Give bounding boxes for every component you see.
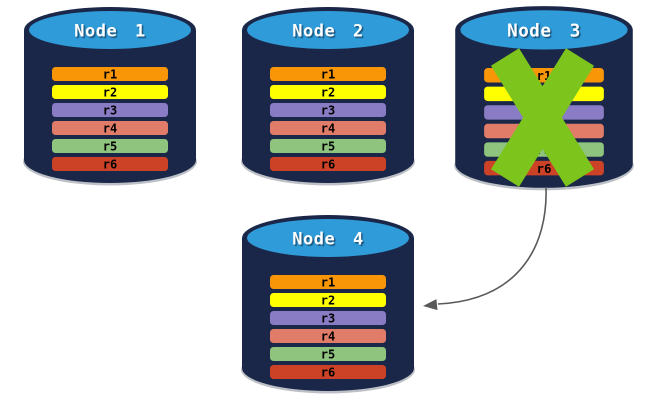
node-4-row-r6-bar [270,365,386,379]
cylinder-top-face [247,11,409,49]
node-2-cylinder: Node 2 r1 r2 r3 r4 r5 r6 [241,7,415,186]
node-2-row-r1-bar [270,67,386,81]
node-1-cylinder: Node 1 r1 r2 r3 r4 r5 r6 [23,7,197,186]
node-4-row-r3-bar [270,311,386,325]
node-4-row-r4-bar [270,329,386,343]
node-2-row-r3-label: r3 [321,104,335,118]
node-1-row-r2-bar [52,85,168,99]
replication-arrow-head-icon [423,299,438,311]
node-4-row-r5-bar [270,347,386,361]
node-3-row-r1-label: r1 [537,69,552,83]
node-1-label: Node 1 [74,22,145,42]
node-3-row-r3-label: r3 [537,106,552,120]
node-3-row-r5-label: r5 [537,143,552,157]
replication-arrow [423,186,547,311]
node-1-row-r4-bar [52,121,168,135]
node-2-row-r4-bar [270,121,386,135]
node-4-row-r1-bar [270,275,386,289]
node-4-row-r3-label: r3 [321,312,335,326]
cylinder-top-face [460,10,628,50]
node-2-row-r6-bar [270,157,386,171]
node-3-row-r4-label: r4 [537,125,552,139]
node-1-row-r3-label: r3 [103,104,117,118]
node-3-cylinder: Node 3 r1 r2 r3 r4 r5 r6 [454,6,634,191]
node-3-row-r2-label: r2 [537,87,552,101]
node-1-row-r1-label: r1 [103,68,117,82]
node-1-row-r6-bar [52,157,168,171]
node-1-row-r6-label: r6 [103,158,117,172]
node-2-row-r2-bar [270,85,386,99]
node-4-row-r6-label: r6 [321,366,335,380]
node-2-label: Node 2 [292,22,363,42]
node-2-row-r6-label: r6 [321,158,335,172]
cylinder-top-face [247,219,409,257]
node-4-row-r4-label: r4 [321,330,335,344]
node-1-row-r3-bar [52,103,168,117]
node-2-row-r5-bar [270,139,386,153]
node-4-row-r2-label: r2 [321,294,335,308]
node-1-row-r2-label: r2 [103,86,117,100]
node-4-label: Node 4 [292,230,363,250]
node-2-row-r3-bar [270,103,386,117]
cylinder-top-face [29,11,191,49]
node-2-row-r2-label: r2 [321,86,335,100]
node-2-row-r1-label: r1 [321,68,335,82]
node-4-cylinder: Node 4 r1 r2 r3 r4 r5 r6 [241,215,415,394]
node-4-row-r5-label: r5 [321,348,335,362]
node-4-row-r2-bar [270,293,386,307]
node-1-row-r5-label: r5 [103,140,117,154]
node-4-row-r1-label: r1 [321,276,335,290]
replication-arrow-line [437,186,547,305]
node-1-row-r4-label: r4 [103,122,117,136]
node-1-row-r1-bar [52,67,168,81]
node-3-row-r6-label: r6 [537,162,552,176]
node-3-label: Node 3 [507,22,581,42]
node-2-row-r5-label: r5 [321,140,335,154]
node-1-row-r5-bar [52,139,168,153]
node-2-row-r4-label: r4 [321,122,335,136]
